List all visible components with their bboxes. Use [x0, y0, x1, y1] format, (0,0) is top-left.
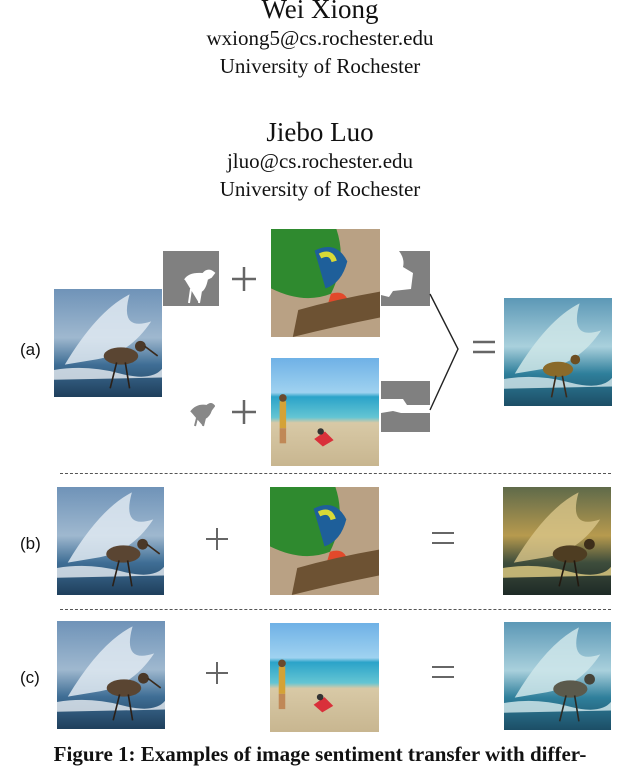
style-image-beach [271, 358, 379, 466]
author-block-2: Jiebo Luo jluo@cs.rochester.edu Universi… [0, 117, 640, 203]
plus-icon [230, 265, 258, 293]
author-affiliation: University of Rochester [219, 177, 421, 201]
author-affiliation: University of Rochester [219, 54, 421, 78]
equals-icon [431, 662, 455, 682]
panel-divider [60, 609, 611, 610]
plus-icon [204, 660, 230, 686]
merge-bracket [428, 292, 464, 422]
author-block-1: Wei Xiong wxiong5@cs.rochester.edu Unive… [0, 0, 640, 80]
panel-label-c: (c) [20, 668, 40, 687]
author-name: Wei Xiong [261, 0, 379, 24]
content-image-bird [57, 621, 165, 729]
equals-icon [472, 337, 496, 357]
content-image-bird [54, 289, 162, 397]
equals-icon [431, 528, 455, 548]
mask-bird-top [163, 251, 219, 306]
result-image-a [504, 298, 612, 406]
mask-bird-bottom [189, 398, 215, 428]
figure-caption: Figure 1: Examples of image sentiment tr… [53, 742, 587, 766]
plus-icon [204, 526, 230, 552]
style-image-beach [270, 623, 379, 732]
author-name: Jiebo Luo [266, 117, 374, 147]
content-image-bird [57, 487, 164, 595]
style-image-parrot [271, 229, 380, 337]
mask-parrot-top [381, 251, 430, 306]
style-image-parrot [270, 487, 379, 595]
result-image-b [503, 487, 611, 595]
panel-divider [60, 473, 611, 474]
mask-beach-bottom [381, 381, 430, 432]
author-email: wxiong5@cs.rochester.edu [206, 26, 434, 50]
result-image-c [504, 622, 611, 730]
panel-label-b: (b) [20, 534, 41, 553]
author-email: jluo@cs.rochester.edu [226, 149, 414, 173]
plus-icon [230, 398, 258, 426]
panel-label-a: (a) [20, 340, 41, 359]
